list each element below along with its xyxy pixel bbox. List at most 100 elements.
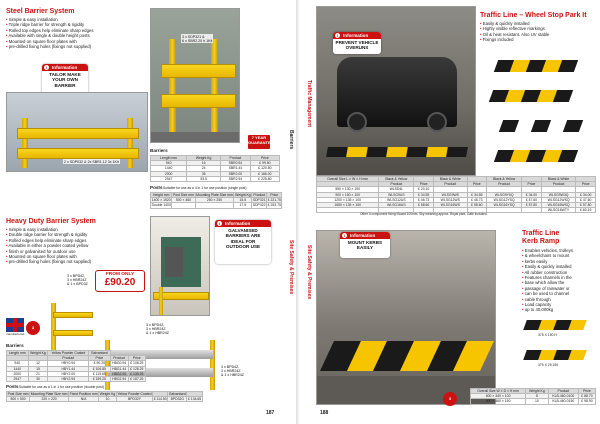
text-line: 3 x BPD4Z,	[221, 364, 240, 369]
ramp-guarantee-badge: 3 YEAR	[443, 392, 457, 415]
table-cell: 1650 × 135 × 100	[315, 201, 380, 209]
table-cell: 1440	[149, 165, 188, 172]
text-line: 3 x BPD4Z,	[146, 322, 165, 327]
column-subheader: Price	[575, 181, 596, 188]
feature-item: passage of rainwater or	[522, 286, 597, 291]
table-cell: WLSG9US	[378, 191, 415, 198]
heavy-guarantee-badge: 3 YEAR	[26, 321, 40, 344]
text-line: OVERUNS	[345, 45, 369, 51]
table-cell: HBY2.94	[47, 375, 90, 383]
text-line: 6 x SBR2.20 h 1Kit	[182, 38, 213, 43]
feature-item: Triple ridge barrier for strength & rigi…	[6, 22, 116, 27]
steel-caption-1: 3 x SDP321 &6 x SBR2.20 h 1Kit	[181, 34, 214, 44]
wheel-stop-note: Other 4 component fixing! Board 100mm. S…	[360, 212, 488, 216]
column-header: Post Size mm	[171, 191, 196, 199]
table-cell: 15	[27, 365, 49, 372]
ramp-title-2: Kerb Ramp	[522, 238, 560, 245]
ramp-product-2	[523, 350, 587, 360]
table-cell: HBY2.00	[47, 370, 90, 378]
table-cell: 2947	[6, 375, 29, 383]
table-cell: SDP322	[251, 202, 268, 209]
text-line: BARRIERS ARE	[225, 233, 261, 239]
column-header: Length mm	[149, 154, 188, 162]
feature-item: Double ridge barrier for strength & rigi…	[6, 232, 121, 237]
info-header: Information	[333, 32, 381, 39]
kerb-ramp-photo	[316, 230, 496, 405]
column-header: Overall Size W × D × H mm	[469, 387, 527, 395]
column-header: Post Size mm	[5, 390, 31, 398]
column-header: Black & Yellow	[378, 175, 415, 183]
column-subheader: Product	[540, 181, 577, 188]
guarantee-years: 7 YEAR	[251, 135, 267, 140]
heavy-posts-note: Suitable for use as a 1 in 1 for use pos…	[19, 385, 104, 389]
table-row: WLSG16WTY£ 60.19	[315, 207, 596, 214]
table-cell: 1400 × 1920	[149, 197, 173, 204]
table-cell: £ 114.50	[152, 396, 169, 403]
table-cell: £ 187.25	[127, 375, 147, 383]
left-page: Steel Barrier System Simple & easy insta…	[0, 0, 300, 424]
table-cell: WLSG12WS	[432, 196, 468, 204]
column-subheader: Product	[432, 181, 468, 188]
table-cell: WLSG9Y5Q	[486, 191, 523, 198]
column-header: Weight Kg	[525, 387, 549, 395]
table-cell: £ 88.70	[577, 393, 597, 400]
table-cell: HBY1.44	[47, 365, 90, 372]
column-subheader: Price	[127, 355, 147, 362]
table-cell	[432, 207, 468, 214]
ramp-dim-2: 375 X 25 150	[538, 363, 559, 367]
feature-item: pre-drilled fixing holes (fixings not su…	[6, 44, 116, 49]
table-cell: 8	[525, 393, 549, 400]
table-cell: 1200 × 135 × 100	[315, 196, 380, 204]
section-tab-traffic: Traffic Management	[306, 80, 312, 127]
steel-barrier-title: Steel Barrier System	[6, 8, 75, 15]
table-cell: £ 159.25	[88, 375, 111, 383]
wheel-stop-products	[486, 60, 586, 180]
feature-item: Simple & easy installation	[6, 17, 116, 22]
table-cell: 2947	[149, 175, 188, 183]
feature-item: Load capacity	[522, 302, 597, 307]
column-subheader: Product	[47, 355, 90, 362]
table-cell	[315, 207, 380, 214]
table-cell: WLSG16WSQ	[540, 201, 577, 209]
heavy-posts-label: Posts	[6, 384, 19, 389]
text-line: 3 x BPD42,	[67, 273, 86, 278]
feature-item: Enables vehicles, trolleys	[522, 248, 597, 253]
table-cell: 2000	[149, 170, 188, 177]
table-cell: WLSD4L	[378, 186, 415, 193]
text-line: BARRIER	[54, 82, 76, 88]
steel-barriers-label: Barriers	[150, 148, 168, 153]
table-cell: 500 × 460	[171, 197, 196, 204]
steel-features: Simple & easy installationTriple ridge b…	[6, 17, 116, 49]
table-cell: N/A	[68, 396, 100, 403]
heavy-barriers-label: Barriers	[6, 343, 24, 348]
column-header: Length mm	[6, 349, 29, 357]
feature-item: Features channels in the	[522, 275, 597, 280]
table-cell: 53.5	[186, 175, 221, 183]
steel-barrier-photo: 3 x SDP321 &6 x SBR2.20 h 1Kit	[150, 8, 240, 143]
table-cell: WLSG16WS	[432, 201, 468, 209]
table-cell: £ 221.75	[266, 197, 283, 204]
column-header: Overall Size L × W × H mm	[315, 175, 380, 183]
from-price: £90.20	[104, 277, 136, 288]
table-cell: WLSG12YSQ	[486, 196, 523, 204]
table-cell: 250 × 250	[194, 197, 235, 204]
table-cell: 10	[525, 398, 549, 405]
uk-label: manufactured	[6, 332, 25, 336]
column-subheader: Product	[378, 181, 415, 188]
table-cell: BPD32Y	[115, 396, 154, 403]
feature-item: All rubber construction	[522, 270, 597, 275]
feature-item: Available with single & double height po…	[6, 33, 116, 38]
text-line: YOUR OWN	[52, 77, 78, 83]
